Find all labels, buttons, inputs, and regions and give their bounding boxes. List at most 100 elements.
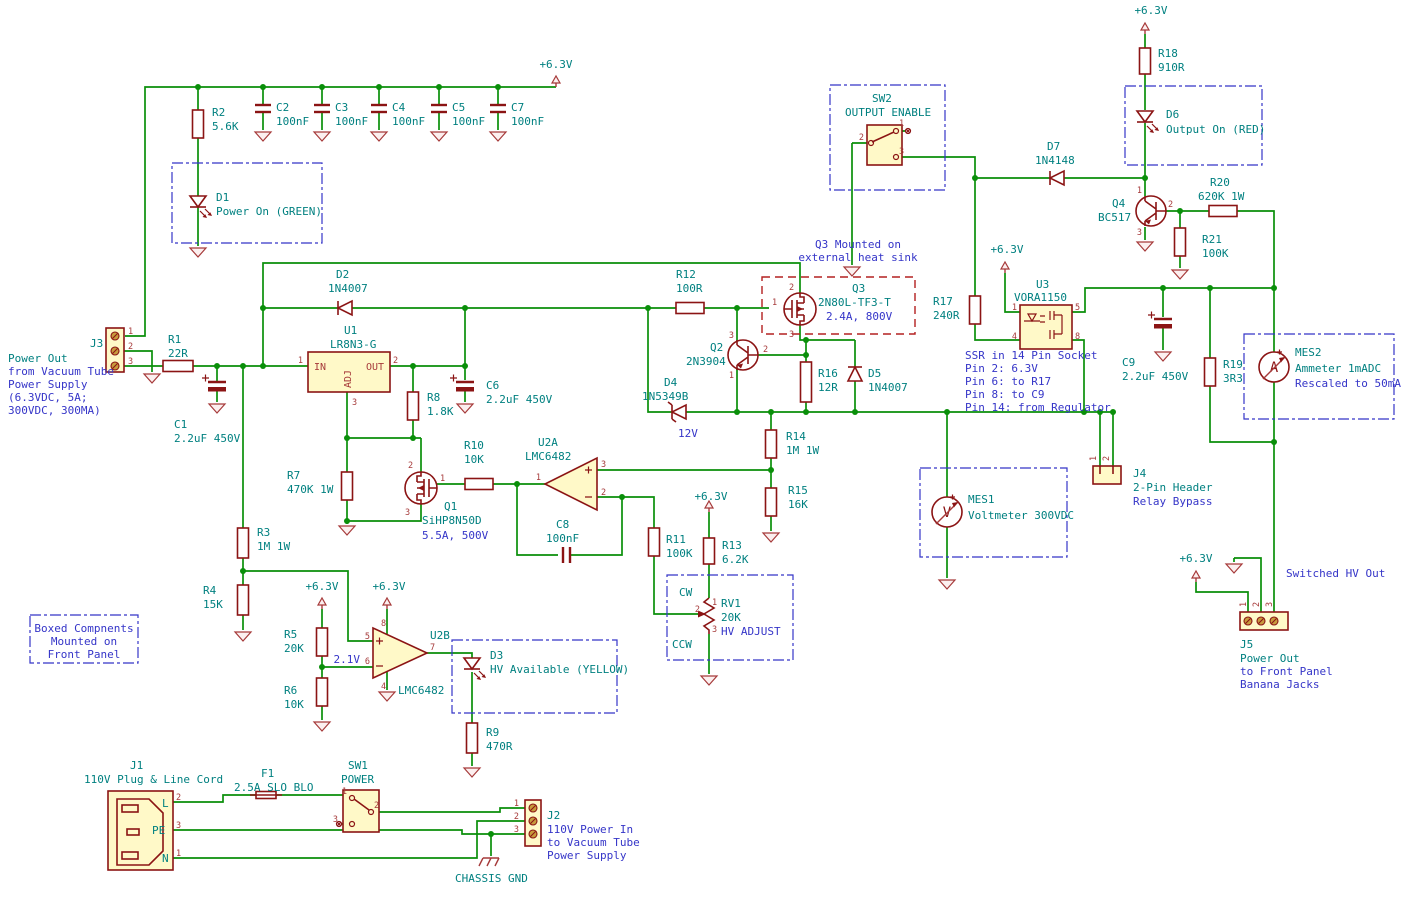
opamp-u2a <box>543 456 598 512</box>
r2-value: 5.6K <box>212 120 239 133</box>
capacitor-c8 <box>561 547 572 563</box>
resistor-bodies <box>162 47 1238 754</box>
capacitor-symbols <box>200 103 1174 563</box>
r18-ref: R18 <box>1158 47 1178 60</box>
r11-ref: R11 <box>666 533 686 546</box>
led-d1 <box>189 195 213 219</box>
c4-ref: C4 <box>392 101 406 114</box>
d7-value: 1N4148 <box>1035 154 1075 167</box>
q1-value: SiHP8N50D <box>422 514 482 527</box>
switch-sw2 <box>866 124 912 166</box>
u3-pin8: 8 <box>1075 332 1080 342</box>
u2b-pin4: 4 <box>381 682 386 692</box>
q3-pin1: 1 <box>772 298 777 308</box>
r10-value: 10K <box>464 453 484 466</box>
resistor-r17 <box>968 295 982 325</box>
j4-extra: Relay Bypass <box>1133 495 1212 508</box>
mes1-front-panel-box <box>919 467 1068 558</box>
q2-ref: Q2 <box>710 341 723 354</box>
j2-line3: Power Supply <box>547 849 627 862</box>
pin-numbers: 1 2 3 1 2 3 2 1 3 1 3 2 3 1 2 1 2 3 5 6 … <box>128 119 1275 859</box>
resistor-r7 <box>340 471 354 501</box>
d6-value: Output On (RED) <box>1166 123 1265 136</box>
power-label: +6.3V <box>372 580 405 593</box>
u2a-ref: U2A <box>538 436 558 449</box>
c8-ref: C8 <box>556 518 569 531</box>
q3-note2: external heat sink <box>798 251 918 264</box>
resistor-r15 <box>764 487 778 517</box>
q2-pin1: 1 <box>729 371 734 381</box>
rv1-extra: HV ADJUST <box>721 625 781 638</box>
ssr-note4: Pin 8: to C9 <box>965 388 1044 401</box>
r14-ref: R14 <box>786 430 806 443</box>
rv1-pin3: 3 <box>712 625 717 635</box>
d6-ref: D6 <box>1166 108 1179 121</box>
diode-d2 <box>337 300 353 316</box>
r5-ref: R5 <box>284 628 297 641</box>
q3-heatsink-box <box>761 276 916 335</box>
d2-ref: D2 <box>336 268 349 281</box>
rv1-pin1: 1 <box>712 598 717 608</box>
u3-ref: U3 <box>1036 278 1049 291</box>
u3-pin5: 5 <box>1075 303 1080 313</box>
d4-ref: D4 <box>664 376 678 389</box>
resistor-r12 <box>675 301 705 315</box>
j1-pin-n: N <box>162 852 169 865</box>
q1-pin3: 3 <box>405 508 410 518</box>
diode-d7 <box>1049 170 1065 186</box>
c5-value: 100nF <box>452 115 485 128</box>
resistor-r3 <box>236 527 250 559</box>
boxed-note2: Mounted on <box>51 635 117 648</box>
resistor-r8 <box>406 391 420 421</box>
c3-ref: C3 <box>335 101 348 114</box>
q3-pin3: 3 <box>789 330 794 340</box>
bjt-q2 <box>727 339 759 371</box>
capacitor-c7 <box>488 103 508 114</box>
q4-pin2: 2 <box>1168 200 1173 210</box>
c3-value: 100nF <box>335 115 368 128</box>
rv1-ccw: CCW <box>672 638 692 651</box>
j3-line1: Power Out <box>8 352 68 365</box>
c8-value: 100nF <box>546 532 579 545</box>
c7-value: 100nF <box>511 115 544 128</box>
connector-j2 <box>524 799 542 847</box>
ssr-u3 <box>1019 304 1073 350</box>
boxed-note-box <box>29 614 139 664</box>
r18-value: 910R <box>1158 61 1185 74</box>
power-label: +6.3V <box>539 58 572 71</box>
u2a-pin2: 2 <box>601 488 606 498</box>
capacitor-c4 <box>369 103 389 114</box>
c2-value: 100nF <box>276 115 309 128</box>
j5-ref: J5 <box>1240 638 1253 651</box>
sw1-pin3: 3 <box>333 815 338 825</box>
mes2-ref: MES2 <box>1295 346 1322 359</box>
r12-value: 100R <box>676 282 703 295</box>
q4-pin1: 1 <box>1137 186 1142 196</box>
ic-u1: IN OUT ADJ <box>307 351 391 393</box>
r19-ref: R19 <box>1223 358 1243 371</box>
c5-ref: C5 <box>452 101 465 114</box>
j3-line3: Power Supply <box>8 378 88 391</box>
u2a-pin1: 1 <box>536 473 541 483</box>
diode-d5 <box>847 366 863 382</box>
d3-front-panel-box <box>451 639 618 714</box>
d3-value: HV Available (YELLOW) <box>490 663 629 676</box>
mes2-value: Ammeter 1mADC <box>1295 362 1381 375</box>
potentiometer-rv1 <box>698 597 716 634</box>
j5-pin2: 2 <box>1252 602 1262 607</box>
r9-ref: R9 <box>486 726 499 739</box>
r2-ref: R2 <box>212 106 225 119</box>
r19-value: 3R3 <box>1223 372 1243 385</box>
j4-pin1: 1 <box>1089 456 1099 461</box>
sw1-pin2: 2 <box>374 801 379 811</box>
rv1-cw: CW <box>679 586 693 599</box>
r1-value: 22R <box>168 347 188 360</box>
capacitor-c2 <box>253 103 273 114</box>
r13-ref: R13 <box>722 539 742 552</box>
ground-symbols <box>143 131 1243 867</box>
rv1-value: 20K <box>721 611 741 624</box>
capacitor-c5 <box>429 103 449 114</box>
d4-extra: 12V <box>678 427 698 440</box>
